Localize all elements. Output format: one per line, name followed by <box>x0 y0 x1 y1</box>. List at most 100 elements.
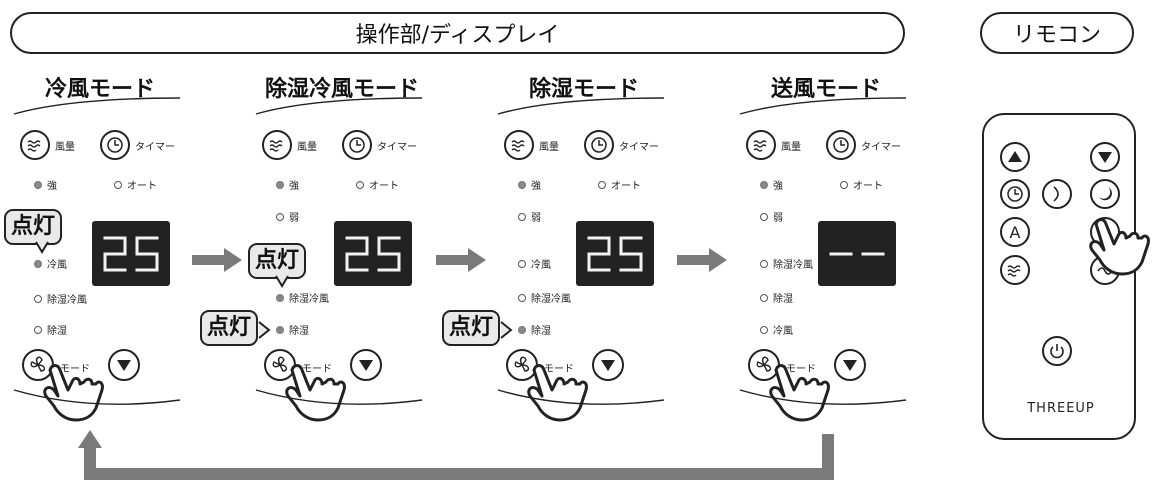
remote-power-button <box>1042 336 1072 366</box>
panel-fan: 送風モード 風量 タイマー 強 オート 弱 除湿冷風 除湿 冷風 モード <box>736 66 946 422</box>
indicator-label: 強 <box>773 181 783 192</box>
up-triangle-icon <box>1008 151 1022 162</box>
fan-volume-button <box>262 130 292 160</box>
panel-top-arc <box>739 97 907 115</box>
timer-control: タイマー <box>826 130 901 160</box>
arrow-right <box>192 248 242 272</box>
hand-pointer-icon <box>1089 218 1150 276</box>
down-triangle-icon <box>117 360 131 371</box>
temperature-display <box>334 221 412 286</box>
fan-volume-button <box>504 130 534 160</box>
moon-icon <box>1099 187 1112 201</box>
timer-control: タイマー <box>584 130 659 160</box>
indicator-label: オート <box>611 181 641 192</box>
panel-bottom-arc <box>255 389 423 405</box>
fan-icon <box>272 356 288 372</box>
indicator-dot <box>598 180 606 189</box>
swing-icon <box>1053 186 1059 202</box>
remote-header: リモコン <box>980 12 1134 54</box>
indicator-dot <box>34 180 42 189</box>
fan-volume-button <box>20 130 50 160</box>
indicator-weak: 弱 <box>276 209 299 224</box>
indicator-label: 除湿 <box>531 326 551 337</box>
indicator-label: 弱 <box>289 213 299 224</box>
mode-label: モード <box>302 364 332 375</box>
timer-label: タイマー <box>619 141 659 153</box>
timer-icon <box>833 137 849 153</box>
fan-volume-control: 風量 <box>262 130 317 160</box>
indicator-label: オート <box>369 181 399 192</box>
timer-control: タイマー <box>342 130 417 160</box>
indicator-dot <box>276 293 284 302</box>
indicator-strong: 強 <box>760 177 783 192</box>
timer-label: タイマー <box>861 141 901 153</box>
mode-button <box>506 349 538 381</box>
indicator-label: 冷風 <box>47 260 67 271</box>
mode-button <box>748 349 780 381</box>
indicator-dot <box>760 180 768 189</box>
indicator-dot <box>518 293 526 302</box>
tilde-icon <box>1097 267 1113 275</box>
remote-down-button <box>1090 142 1120 172</box>
timer-icon <box>591 137 607 153</box>
fan-volume-control: 風量 <box>20 130 75 160</box>
fan-volume-button <box>746 130 776 160</box>
indicator-dehum-cool: 除湿冷風 <box>760 256 813 271</box>
remote-timer-button <box>1000 179 1030 209</box>
indicator-label: 除湿冷風 <box>773 260 813 271</box>
callout-pointer <box>275 275 289 288</box>
panel-header-title: 操作部/ディスプレイ <box>355 23 560 48</box>
indicator-label: 冷風 <box>531 260 551 271</box>
indicator-dot <box>114 180 122 189</box>
indicator-dot <box>518 325 526 334</box>
indicator-auto: オート <box>114 177 157 192</box>
lit-callout: 点灯 <box>442 310 501 346</box>
indicator-dot <box>276 325 284 334</box>
fan-volume-label: 風量 <box>55 141 75 153</box>
indicator-cool: 冷風 <box>760 322 793 337</box>
callout-pointer <box>35 241 49 254</box>
fan-volume-label: 風量 <box>297 141 317 153</box>
lit-callout-label: 点灯 <box>11 214 56 239</box>
mode-label: モード <box>544 364 574 375</box>
indicator-label: 除湿冷風 <box>531 294 571 305</box>
panel-top-arc <box>13 97 181 115</box>
timer-label: タイマー <box>377 141 417 153</box>
seven-segment-25 <box>587 236 643 271</box>
panel-dehum-cool: 除湿冷風モード 風量 タイマー 強 オート 弱 点灯 除湿冷風 点灯 除湿 モー… <box>200 66 462 422</box>
indicator-label: 強 <box>47 181 57 192</box>
indicator-dehum: 除湿 <box>518 322 551 337</box>
indicator-dot <box>760 325 768 334</box>
indicator-dot <box>356 180 364 189</box>
panel-bottom-arc <box>739 389 907 405</box>
panel-dehum: 除湿モード 風量 タイマー 強 オート 弱 冷風 除湿冷風 点灯 除湿 モード <box>442 66 704 422</box>
remote-brand: THREEUP <box>1027 401 1095 416</box>
indicator-weak: 弱 <box>760 209 783 224</box>
indicator-cool: 冷風 <box>518 256 551 271</box>
lit-callout: 点灯 <box>248 243 307 279</box>
arrow-right <box>436 248 486 272</box>
fan-volume-label: 風量 <box>781 141 801 153</box>
seven-segment-25 <box>345 236 401 271</box>
indicator-auto: オート <box>840 177 883 192</box>
indicator-cool: 冷風 <box>34 256 67 271</box>
down-triangle-icon <box>601 360 615 371</box>
indicator-dot <box>840 180 848 189</box>
timer-button <box>826 130 856 160</box>
hand-pointer-icon <box>769 364 830 422</box>
panel-header: 操作部/ディスプレイ <box>10 12 905 54</box>
indicator-dehum: 除湿 <box>760 290 793 305</box>
hand-pointer-icon <box>285 364 346 422</box>
mode-label: モード <box>60 364 90 375</box>
remote-control: A THREEUP <box>982 113 1136 440</box>
lit-callout-label: 点灯 <box>449 315 494 340</box>
timer-button <box>584 130 614 160</box>
indicator-label: オート <box>853 181 883 192</box>
timer-control: タイマー <box>100 130 175 160</box>
seven-segment-dashes <box>829 252 885 255</box>
panel-top-arc <box>255 97 423 115</box>
indicator-label: 弱 <box>531 213 541 224</box>
fan-volume-control: 風量 <box>504 130 559 160</box>
mode-label: モード <box>786 364 816 375</box>
